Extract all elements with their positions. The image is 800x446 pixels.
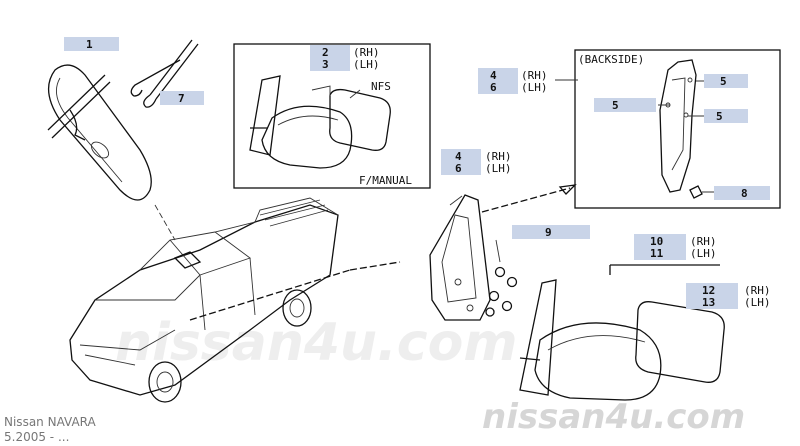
svg-text:4: 4 — [490, 69, 497, 82]
wedge-tool — [130, 39, 199, 108]
svg-text:9: 9 — [545, 226, 552, 239]
callout-7: 7 — [160, 91, 204, 105]
svg-text:(LH): (LH) — [744, 296, 771, 309]
mirror-backplate — [658, 59, 714, 199]
callout-8: 8 — [714, 186, 770, 200]
callout-4-6-top: 4 6 (RH) (LH) — [478, 68, 578, 94]
svg-text:(RH): (RH) — [353, 46, 380, 59]
svg-text:5: 5 — [716, 110, 723, 123]
svg-text:(RH): (RH) — [690, 235, 717, 248]
svg-text:5: 5 — [720, 75, 727, 88]
watermark-brand: nissan4u.com — [482, 397, 745, 437]
svg-text:1: 1 — [86, 38, 93, 51]
svg-text:(LH): (LH) — [485, 162, 512, 175]
pickup-truck — [69, 197, 401, 403]
svg-text:3: 3 — [322, 58, 329, 71]
svg-text:(RH): (RH) — [485, 150, 512, 163]
inner-mirror — [47, 64, 176, 241]
nuts — [485, 266, 518, 317]
svg-text:6: 6 — [490, 81, 497, 94]
svg-text:(LH): (LH) — [353, 58, 380, 71]
watermark-center: nissan4u.com — [115, 313, 518, 373]
svg-text:8: 8 — [741, 187, 748, 200]
svg-text:(LH): (LH) — [521, 81, 548, 94]
outer-mirror-small — [249, 75, 353, 169]
callout-9: 9 — [512, 225, 590, 239]
callout-10-11: 10 11 (RH) (LH) — [634, 234, 717, 260]
f-manual-note: F/MANUAL — [359, 174, 412, 187]
svg-text:10: 10 — [650, 235, 663, 248]
svg-text:(RH): (RH) — [744, 284, 771, 297]
svg-text:6: 6 — [455, 162, 462, 175]
footer-date: 5.2005 - ... — [4, 430, 69, 444]
svg-text:12: 12 — [702, 284, 715, 297]
mirror-glass — [311, 85, 391, 151]
svg-text:7: 7 — [178, 92, 185, 105]
svg-text:11: 11 — [650, 247, 664, 260]
callout-5a: 5 — [704, 74, 748, 88]
callout-2-3: 2 3 (RH) (LH) — [310, 45, 380, 71]
backside-box — [574, 49, 781, 209]
footer-model: Nissan NAVARA — [4, 415, 97, 429]
backside-note: (BACKSIDE) — [578, 53, 644, 66]
svg-text:2: 2 — [322, 46, 329, 59]
svg-text:(LH): (LH) — [690, 247, 717, 260]
svg-text:(RH): (RH) — [521, 69, 548, 82]
callout-12-13: 12 13 (RH) (LH) — [686, 283, 771, 309]
mirror-glass-large — [635, 301, 725, 383]
svg-text:4: 4 — [455, 150, 462, 163]
svg-text:5: 5 — [612, 99, 619, 112]
glass-box — [233, 43, 431, 189]
callout-5b: 5 — [594, 98, 656, 112]
mirror-base — [429, 194, 491, 321]
callout-4-6-mid: 4 6 (RH) (LH) — [441, 149, 512, 175]
nfs-note: NFS — [371, 80, 391, 93]
outer-mirror-large — [519, 279, 662, 401]
callout-1: 1 — [64, 37, 119, 51]
callout-5c: 5 — [704, 109, 748, 123]
svg-text:13: 13 — [702, 296, 715, 309]
